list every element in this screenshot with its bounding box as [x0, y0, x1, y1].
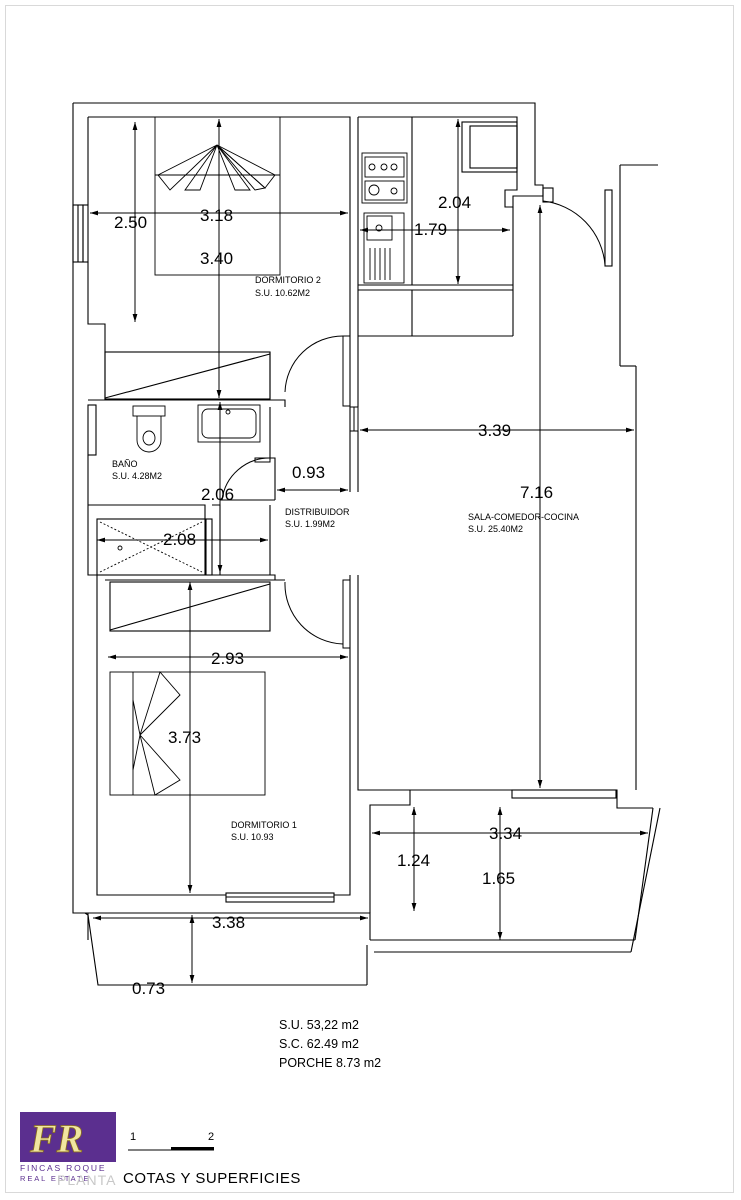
room-labels: DORMITORIO 2 S.U. 10.62M2 BAÑO S.U. 4.28…: [112, 275, 579, 842]
room-name-bano: BAÑO: [112, 459, 138, 469]
dim-2-06: 2.06: [201, 485, 234, 504]
dim-3-38: 3.38: [212, 913, 245, 932]
sheet-prefix: PLANTA: [57, 1172, 117, 1188]
logo-background: [20, 1112, 116, 1162]
area-totals: S.U. 53,22 m2 S.C. 62.49 m2 PORCHE 8.73 …: [279, 1016, 381, 1073]
dim-2-93: 2.93: [211, 649, 244, 668]
total-su: S.U. 53,22 m2: [279, 1018, 359, 1032]
scale-label-2: 2: [208, 1131, 214, 1143]
sheet-title: COTAS Y SUPERFICIES: [123, 1170, 301, 1187]
room-area-sala: S.U. 25.40M2: [468, 524, 523, 534]
dim-2-04: 2.04: [438, 193, 471, 212]
washbasin: [197, 404, 261, 443]
dim-3-73: 3.73: [168, 728, 201, 747]
kitchen-sink: [363, 212, 405, 284]
room-name-dormitorio-2: DORMITORIO 2: [255, 275, 321, 285]
dimension-labels: 2.50 3.18 3.40 2.04 1.79 3.39 0.93 2.06 …: [114, 193, 553, 998]
company-logo: FR FINCAS ROQUE REAL ESTATE: [20, 1112, 116, 1183]
dim-3-18: 3.18: [200, 206, 233, 225]
cooktop: [361, 152, 408, 204]
dimension-lines: [90, 119, 648, 983]
logo-letters: FR: [29, 1116, 83, 1161]
total-porche: PORCHE 8.73 m2: [279, 1056, 382, 1070]
dim-2-50: 2.50: [114, 213, 147, 232]
dim-3-39: 3.39: [478, 421, 511, 440]
logo-company: FINCAS ROQUE: [20, 1163, 106, 1173]
total-sc: S.C. 62.49 m2: [279, 1037, 359, 1051]
dim-0-93: 0.93: [292, 463, 325, 482]
dim-3-40: 3.40: [200, 249, 233, 268]
dim-3-34: 3.34: [489, 824, 522, 843]
scale-label-1: 1: [130, 1131, 136, 1143]
door-swings: [221, 200, 606, 649]
dim-0-73: 0.73: [132, 979, 165, 998]
dim-1-65: 1.65: [482, 869, 515, 888]
room-name-dormitorio-1: DORMITORIO 1: [231, 820, 297, 830]
room-name-distribuidor: DISTRIBUIDOR: [285, 507, 350, 517]
dim-7-16: 7.16: [520, 483, 553, 502]
bed-dormitorio-1: [109, 671, 266, 796]
room-area-dormitorio-1: S.U. 10.93: [231, 832, 274, 842]
room-area-dormitorio-2: S.U. 10.62M2: [255, 288, 310, 298]
page-frame: [5, 5, 734, 1193]
dim-1-24: 1.24: [397, 851, 430, 870]
walls: [72, 102, 661, 986]
room-area-distribuidor: S.U. 1.99M2: [285, 519, 335, 529]
logo-tagline: REAL ESTATE: [20, 1174, 90, 1183]
scale-bar: 1 2: [128, 1131, 214, 1151]
furniture: [99, 116, 408, 796]
toilet: [132, 405, 166, 417]
room-name-sala: SALA-COMEDOR-COCINA: [468, 512, 579, 522]
dim-2-08: 2.08: [163, 530, 196, 549]
room-area-bano: S.U. 4.28M2: [112, 471, 162, 481]
dim-1-79: 1.79: [414, 220, 447, 239]
